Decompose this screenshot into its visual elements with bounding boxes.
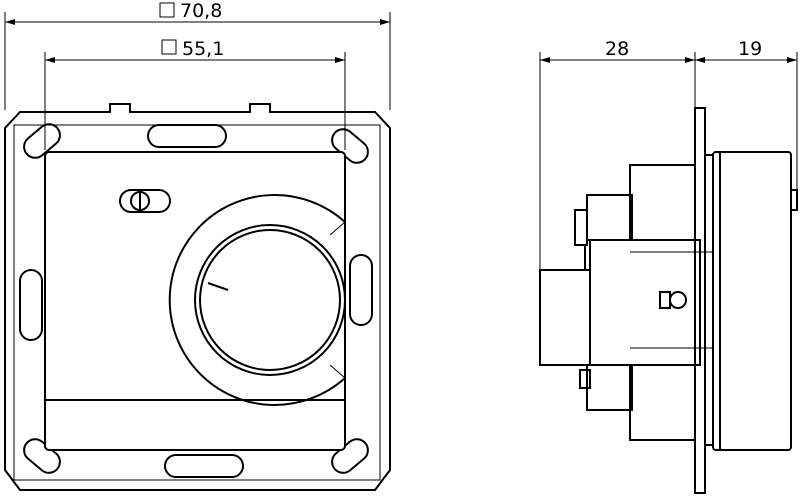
switch-icon	[119, 189, 171, 213]
side-view	[539, 107, 798, 494]
inner-width-label: 55,1	[182, 38, 224, 60]
front-view	[4, 103, 391, 491]
rotary-knob	[194, 224, 346, 376]
dimension-depth: 28 19	[539, 38, 798, 270]
square-dimension-icon	[161, 39, 177, 55]
mounting-frame	[4, 103, 391, 491]
outer-width-label: 70,8	[180, 0, 222, 22]
depth-front-label: 28	[605, 38, 629, 60]
dimension-outer-width: 70,8	[4, 0, 391, 110]
dimension-inner-width: 55,1	[44, 38, 346, 150]
square-dimension-icon	[159, 2, 175, 18]
depth-back-label: 19	[738, 38, 762, 60]
